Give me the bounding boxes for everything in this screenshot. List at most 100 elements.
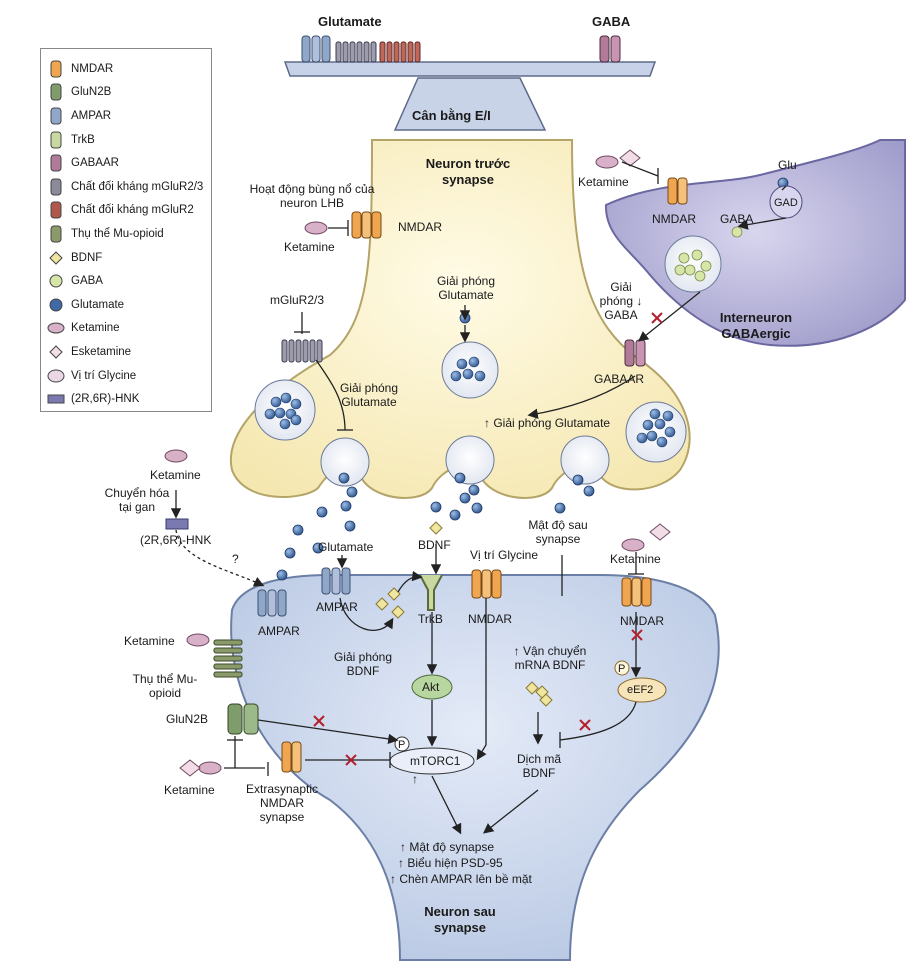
label-ketamine-left: Ketamine [150, 468, 201, 482]
legend-item: TrkB [47, 128, 205, 152]
legend-label: BDNF [71, 251, 103, 264]
label-gaba-release: Giải phóng ↓ GABA [599, 280, 643, 322]
label-liver: Chuyển hóa tại gan [104, 486, 170, 514]
label-glu-release-up: ↑ Giải phóng Glutamate [484, 416, 611, 430]
label-ketamine-mu: Ketamine [124, 634, 175, 648]
label-trkb: TrkB [418, 612, 443, 626]
ampar-inner-icon [321, 567, 351, 595]
vesicle-glutamate [264, 356, 676, 448]
label-translation: Dịch mã BDNF [516, 752, 561, 780]
legend-item: BDNF [47, 246, 205, 270]
eef2-node [617, 677, 667, 703]
legend-item: Chất đối kháng mGluR2/3 [47, 175, 205, 199]
label-lhb-burst: Hoạt động bùng nổ của neuron LHB [249, 182, 375, 210]
legend-label: Esketamine [71, 345, 132, 358]
legend-label: (2R,6R)-HNK [71, 393, 140, 406]
legend-label: Ketamine [71, 322, 120, 335]
postsynaptic-title: Neuron sau synapse [424, 904, 496, 935]
label-gaba-top: GABA [592, 14, 631, 29]
label-psd: Mật độ sau synapse [528, 518, 588, 546]
postsynaptic-neuron [230, 573, 720, 961]
label-bdnf: BDNF [418, 538, 451, 552]
arrows [170, 161, 787, 835]
label-glu-release-center: Giải phóng Glutamate [436, 274, 496, 302]
p-node-eef2 [614, 660, 630, 676]
legend-label: Chất đối kháng mGluR2/3 [71, 180, 204, 193]
vesicle-gaba [674, 226, 743, 282]
nmdar-icon [47, 60, 65, 78]
glutamate-icon [47, 296, 65, 314]
label-glu-inter: Glu [778, 158, 797, 172]
legend-label: GABA [71, 275, 103, 288]
label-mglur23: mGluR2/3 [270, 293, 325, 307]
akt-node [411, 674, 453, 700]
legend-label: Glutamate [71, 298, 125, 311]
esketamine-icon [47, 343, 65, 361]
nmdar-inter-icon [667, 177, 688, 205]
label-mu-receptor: Thụ thể Mu-opioid [132, 672, 198, 700]
label-glun2b: GluN2B [166, 712, 209, 726]
legend-item: Vị trí Glycine [47, 364, 205, 388]
label-ketamine-right: Ketamine [610, 552, 661, 566]
label-nmdar-right: NMDAR [620, 614, 664, 628]
mglur23-antagonist-icon [47, 178, 65, 196]
label-mrna: ↑ Vận chuyển mRNA BDNF [513, 644, 587, 672]
label-gabaar-pre: GABAAR [594, 372, 645, 386]
mu-opioid-icon [47, 225, 65, 243]
legend-label: Chất đối kháng mGluR2 [71, 204, 194, 217]
label-glu-release-left: Giải phóng Glutamate [339, 381, 399, 409]
legend-label: TrkB [71, 133, 95, 146]
label-ampar-outer: AMPAR [258, 624, 300, 638]
glun2b-icon [227, 703, 259, 735]
hnk-icon [47, 390, 65, 408]
nmdar-right-icon [621, 577, 652, 607]
ei-balance [283, 35, 657, 131]
label-gad: GAD [774, 197, 798, 209]
legend-item: GluN2B [47, 81, 205, 105]
label-ketamine-pre: Ketamine [284, 240, 335, 254]
glycine-site-icon [47, 367, 65, 385]
legend-label: GluN2B [71, 86, 112, 99]
beam-ampar-icon [301, 35, 331, 63]
hnk-icon [165, 518, 189, 530]
presynaptic-title: Neuron trước synapse [425, 156, 511, 187]
label-eef2: eEF2 [627, 684, 654, 696]
label-ketamine-inter: Ketamine [578, 175, 629, 189]
legend-label: Thụ thể Mu-opioid [71, 227, 164, 240]
beam-gabaar-icon [599, 35, 621, 63]
glun2b-icon [47, 83, 65, 101]
ampar-icon [47, 107, 65, 125]
label-nmdar-pre: NMDAR [398, 220, 442, 234]
label-bdnf-release: Giải phóng BDNF [333, 650, 393, 678]
legend-item: Chất đối kháng mGluR2 [47, 199, 205, 223]
label-extrasynaptic: Extrasynaptic NMDAR synapse [245, 782, 319, 824]
mglur2-antagonist-icon [47, 201, 65, 219]
label-p-eef2: P [618, 663, 626, 675]
legend-item: Ketamine [47, 317, 205, 341]
ampar-outer-icon [257, 589, 287, 617]
beam-mglur23-icon [335, 41, 377, 63]
label-outcome-psd95: ↑ Biểu hiện PSD-95 [398, 856, 503, 870]
nmdar-post-icon [471, 569, 502, 599]
label-glutamate-top: Glutamate [318, 14, 382, 29]
nmdar-extrasynaptic-icon [281, 741, 302, 773]
trkb-icon [47, 131, 65, 149]
ketamine-icon [47, 319, 65, 337]
nmdar-pre-icon [351, 211, 382, 239]
legend-label: GABAAR [71, 157, 119, 170]
label-outcome-ampar: ↑ Chèn AMPAR lên bề mặt [390, 872, 532, 886]
gaba-icon [47, 272, 65, 290]
legend-item: AMPAR [47, 104, 205, 128]
label-glycine-site: Vị trí Glycine [470, 548, 539, 562]
legend: NMDAR GluN2B AMPAR TrkB GABAAR Chất đối kháng… [40, 48, 212, 412]
legend-item: NMDAR [47, 57, 205, 81]
legend-label: Vị trí Glycine [71, 369, 137, 382]
legend-label: NMDAR [71, 62, 114, 75]
legend-item: GABA [47, 269, 205, 293]
label-gaba-inter: GABA [720, 212, 754, 226]
label-nmdar-inter: NMDAR [652, 212, 696, 226]
bdnf-icon [47, 249, 65, 267]
red-x-marks [313, 312, 663, 766]
